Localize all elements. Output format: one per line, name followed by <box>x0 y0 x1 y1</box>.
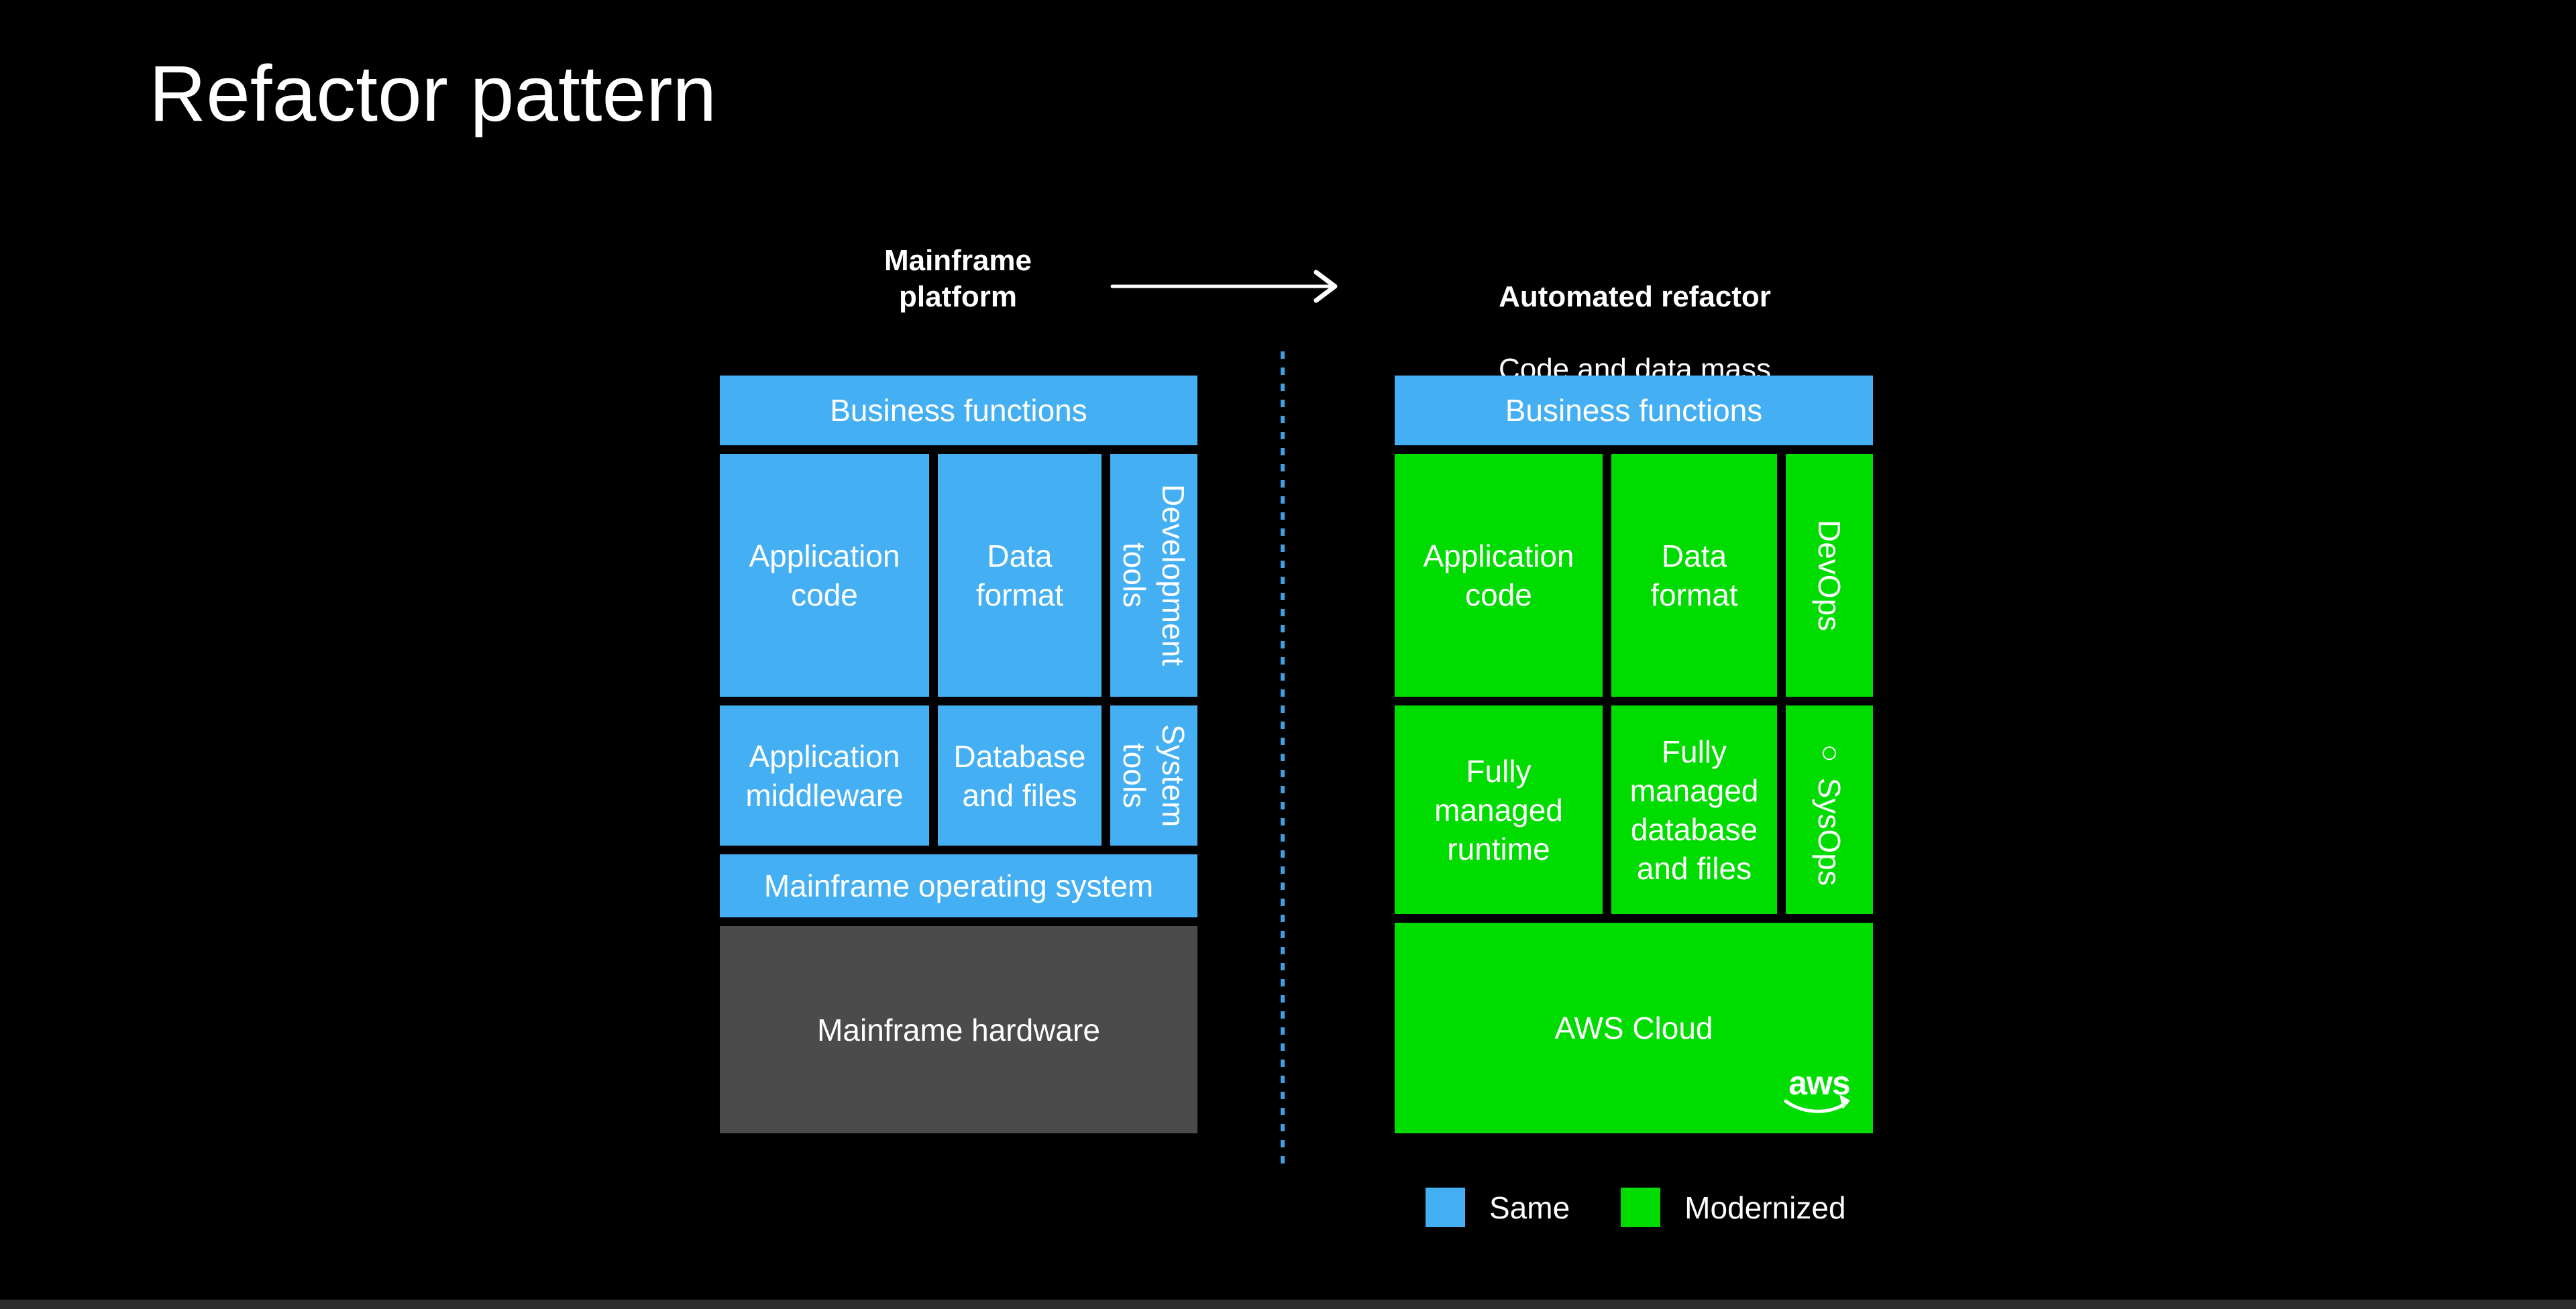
mainframe-os-box: Mainframe operating system <box>720 854 1197 917</box>
same-swatch <box>1426 1188 1465 1227</box>
devops-label: DevOps <box>1812 519 1847 632</box>
business-functions-box-right: Business functions <box>1395 376 1873 445</box>
page-title: Refactor pattern <box>149 50 717 138</box>
database-and-files-label-left: Database and files <box>953 738 1086 813</box>
data-format-box-right: Data format <box>1611 454 1777 697</box>
fully-managed-runtime-box: Fully managed runtime <box>1395 705 1603 914</box>
mainframe-hardware-label: Mainframe hardware <box>817 1012 1100 1047</box>
legend-item-same: Same <box>1426 1188 1570 1227</box>
fully-managed-database-box: Fully managed database and files <box>1611 705 1777 914</box>
business-functions-label-left: Business functions <box>830 393 1087 428</box>
fully-managed-runtime-label: Fully managed runtime <box>1434 753 1563 866</box>
database-and-files-box-left: Database and files <box>938 705 1102 846</box>
application-code-box-right: Application code <box>1395 454 1603 697</box>
aws-cloud-box: AWS Cloud aws <box>1395 923 1873 1133</box>
development-tools-label: Development tools <box>1117 484 1191 667</box>
automated-refactor-heading-bold: Automated refactor <box>1499 280 1771 313</box>
legend-item-modernized: Modernized <box>1621 1188 1846 1227</box>
mainframe-os-label: Mainframe operating system <box>763 868 1154 903</box>
mainframe-platform-heading: Mainframe platform <box>883 244 1032 313</box>
aws-refactor-stack: Business functions Application code Data… <box>1395 376 1873 1133</box>
system-tools-label: System tools <box>1117 724 1191 828</box>
bottom-edge-strip <box>0 1300 2576 1309</box>
application-code-label-left: Application code <box>749 538 900 612</box>
modernized-swatch <box>1621 1188 1661 1227</box>
mainframe-stack: Business functions Application code Data… <box>720 376 1197 1133</box>
system-tools-box: System tools <box>1110 705 1197 846</box>
business-functions-box-left: Business functions <box>720 376 1197 445</box>
sysops-label: ○ SysOps <box>1812 734 1847 886</box>
legend: Same Modernized <box>1426 1188 1846 1227</box>
data-format-box-left: Data format <box>938 454 1102 697</box>
devops-box: DevOps <box>1786 454 1873 697</box>
development-tools-box: Development tools <box>1110 454 1197 697</box>
business-functions-label-right: Business functions <box>1505 393 1763 428</box>
sysops-box: ○ SysOps <box>1786 705 1873 914</box>
application-middleware-box: Application middleware <box>720 705 929 846</box>
data-format-label-right: Data format <box>1650 538 1738 612</box>
mainframe-hardware-box: Mainframe hardware <box>720 926 1197 1133</box>
application-code-box-left: Application code <box>720 454 929 697</box>
aws-logo-icon: aws <box>1784 1066 1851 1113</box>
same-label: Same <box>1489 1190 1570 1225</box>
modernized-label: Modernized <box>1684 1190 1846 1225</box>
fully-managed-database-label: Fully managed database and files <box>1629 734 1759 886</box>
application-code-label-right: Application code <box>1423 538 1574 612</box>
aws-cloud-label: AWS Cloud <box>1554 1011 1713 1045</box>
divider-dashed-line <box>1281 351 1285 1165</box>
application-middleware-label: Application middleware <box>745 738 904 813</box>
data-format-label-left: Data format <box>975 538 1064 612</box>
flow-arrow-icon <box>1110 270 1338 303</box>
